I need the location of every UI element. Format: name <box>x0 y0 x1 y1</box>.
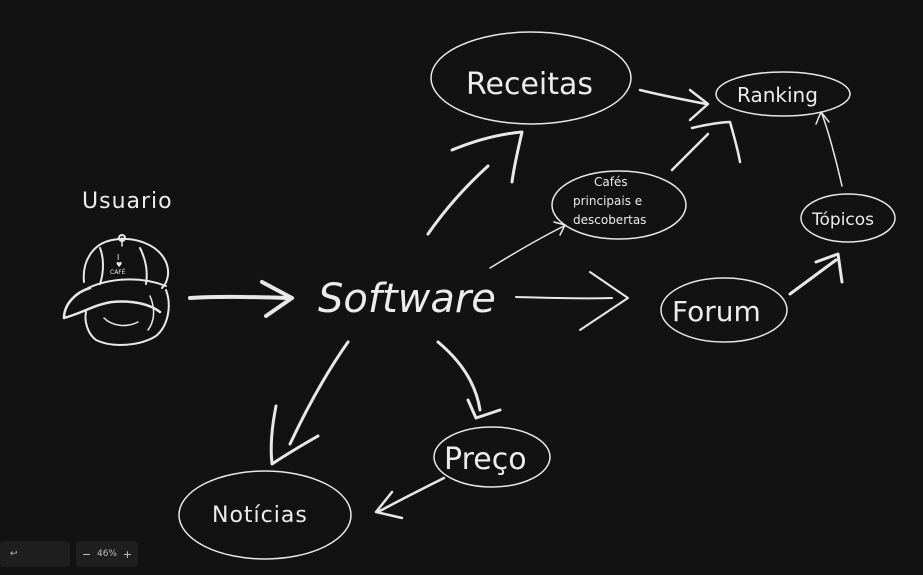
arrow-cafes-ranking <box>670 120 742 172</box>
ranking-node[interactable] <box>715 71 851 117</box>
cap-heart-icon: ♥ <box>116 261 122 269</box>
receitas-node[interactable] <box>430 31 632 125</box>
cafes-label-2: principais e <box>573 194 642 208</box>
topicos-label: Tópicos <box>811 210 874 230</box>
zoom-level: 46% <box>96 549 117 559</box>
cafes-node[interactable] <box>551 170 687 240</box>
arrow-usuario-software <box>188 280 294 318</box>
usuario-label: Usuario <box>82 189 173 214</box>
arrow-software-receitas <box>426 130 524 236</box>
arrow-software-noticias <box>269 340 350 466</box>
zoom-out-button[interactable]: − <box>82 547 92 561</box>
arrow-preco-noticias <box>374 476 446 520</box>
preco-node[interactable] <box>433 426 551 488</box>
arrow-receitas-ranking <box>638 88 710 122</box>
user-cap-icon: I ♥ CAFÉ <box>62 234 170 346</box>
arrow-software-forum <box>515 271 629 331</box>
arrow-software-preco <box>436 340 502 420</box>
bottom-toolbar: ↩ − 46% + <box>0 541 138 567</box>
ranking-label: Ranking <box>737 83 818 107</box>
noticias-node[interactable] <box>178 470 352 560</box>
zoom-control: − 46% + <box>76 541 138 567</box>
arrow-topicos-ranking <box>815 111 843 187</box>
forum-node[interactable] <box>660 277 788 343</box>
undo-button[interactable]: ↩ <box>0 541 70 567</box>
preco-label: Preço <box>444 442 527 477</box>
zoom-in-button[interactable]: + <box>122 547 132 561</box>
cafes-label-1: Cafés <box>594 175 628 189</box>
cafes-label-3: descobertas <box>573 213 646 227</box>
topicos-node[interactable] <box>800 193 896 243</box>
software-label: Software <box>318 276 496 322</box>
arrow-forum-topicos <box>788 252 844 296</box>
noticias-label: Notícias <box>212 503 308 528</box>
forum-label: Forum <box>672 295 761 328</box>
arrow-software-cafes <box>489 221 566 269</box>
receitas-label: Receitas <box>466 67 593 102</box>
undo-icon: ↩ <box>10 549 18 559</box>
cap-text-cafe: CAFÉ <box>110 268 126 276</box>
cap-text-i: I <box>117 253 119 262</box>
